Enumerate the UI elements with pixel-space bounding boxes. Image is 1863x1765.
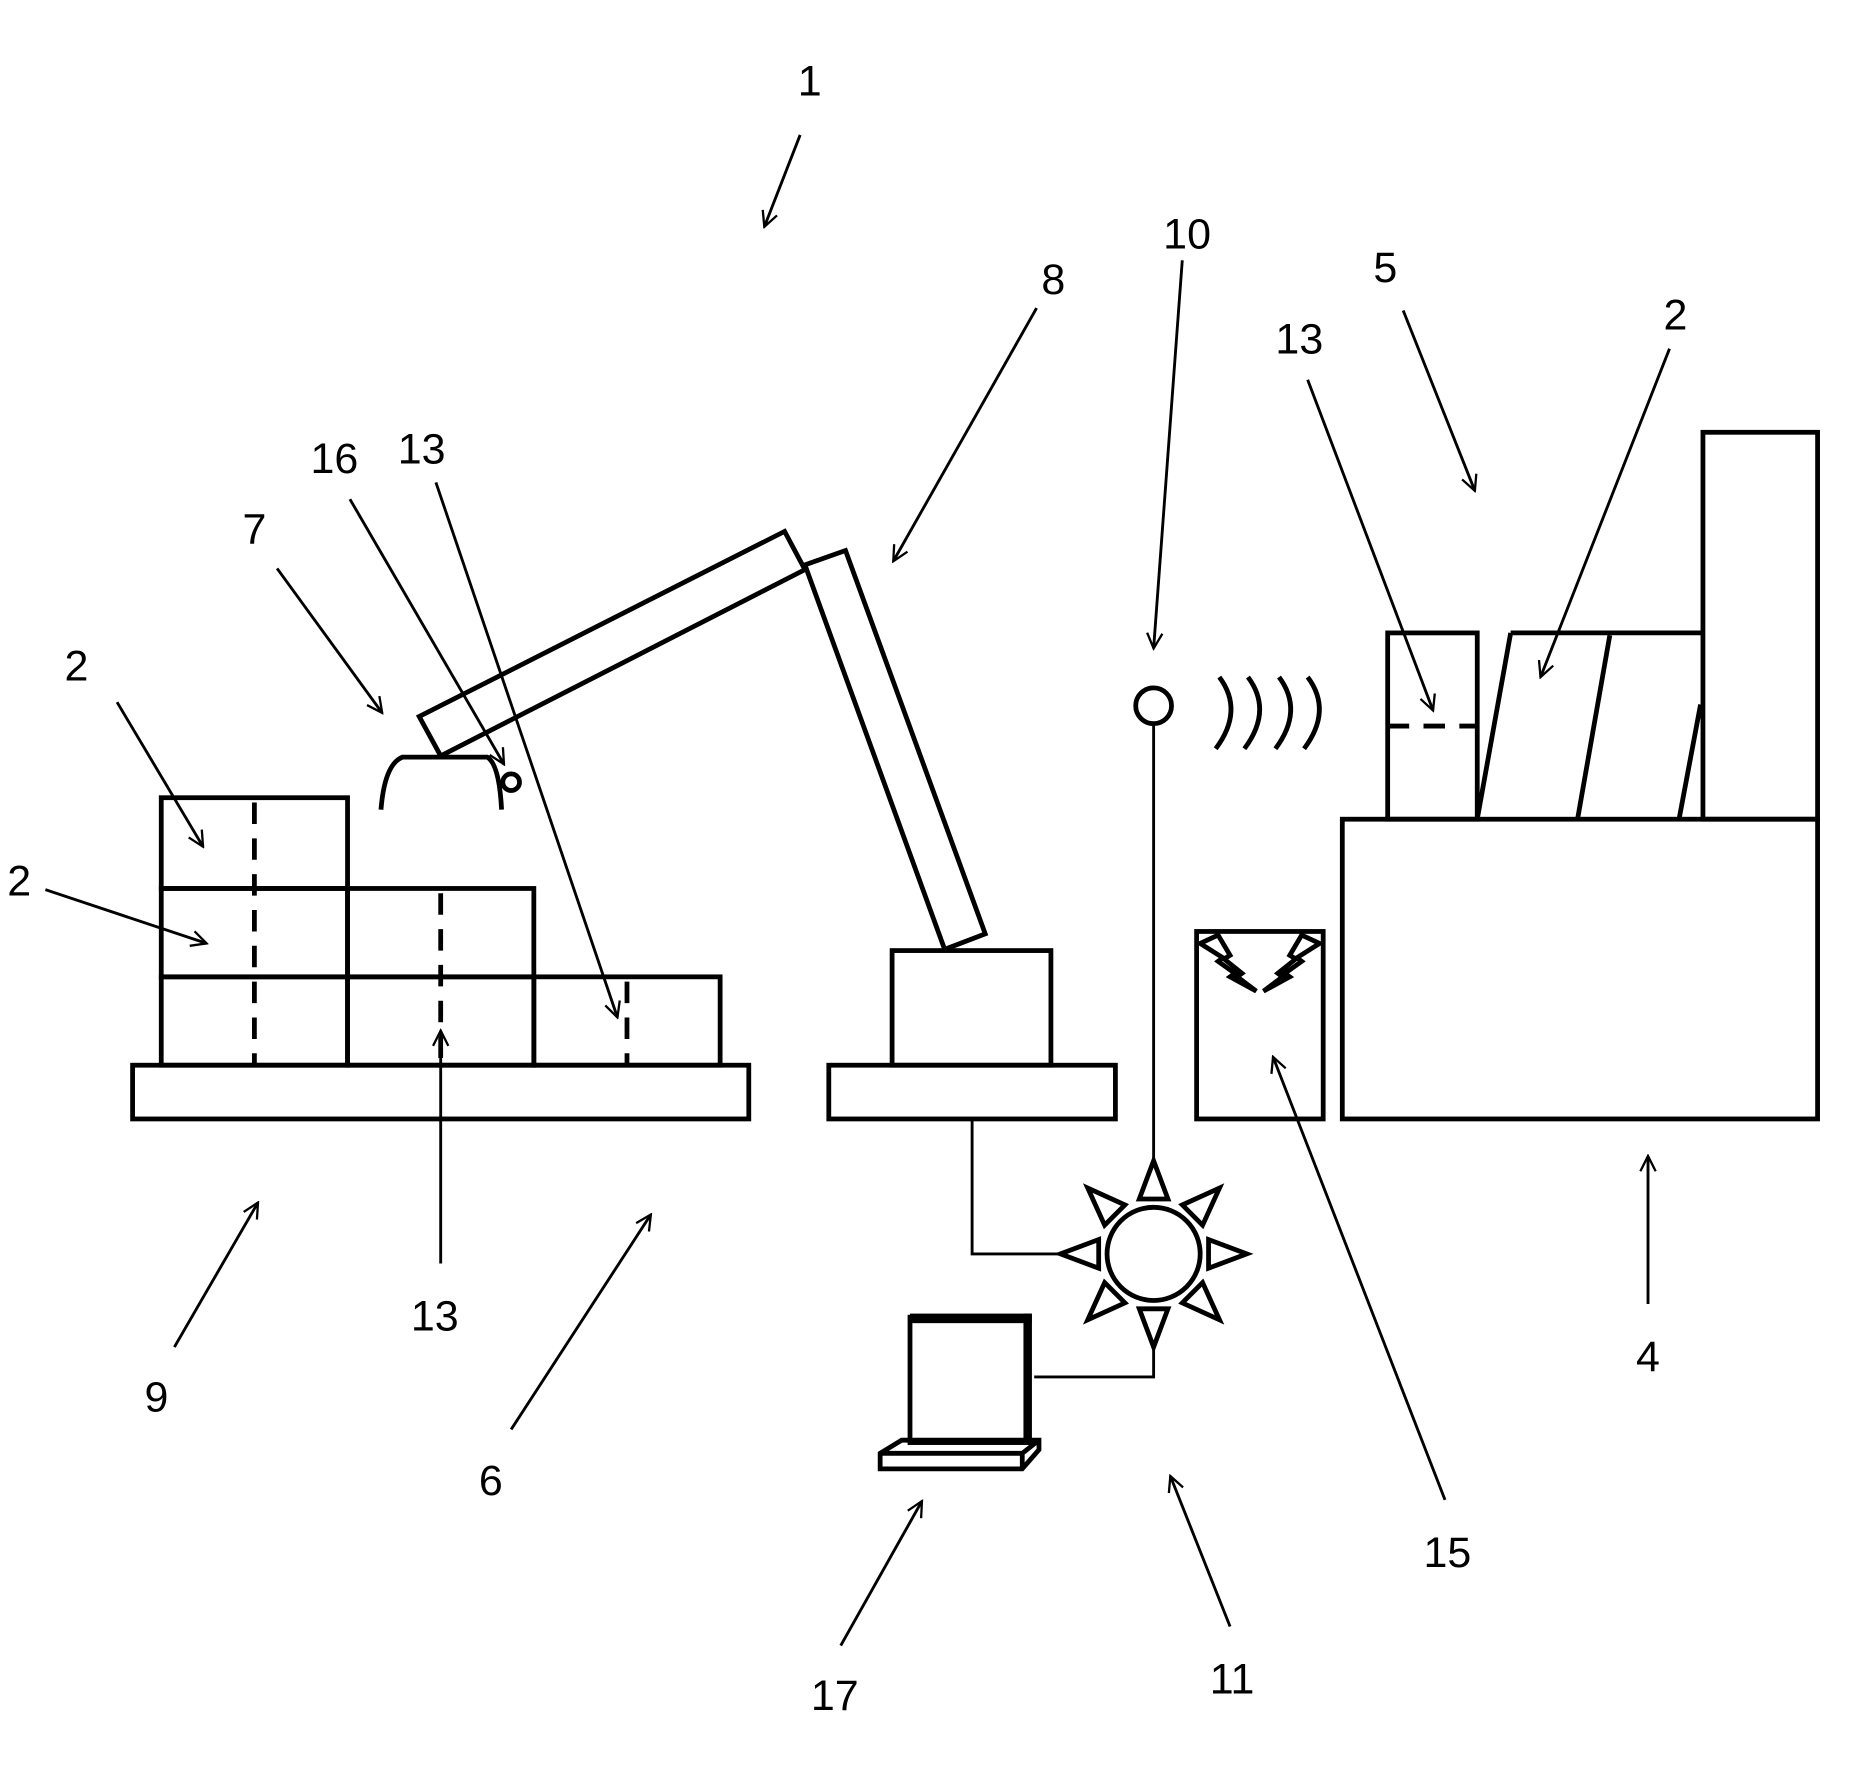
arrow-16 — [348, 498, 504, 764]
arrow-13-right — [1306, 379, 1433, 711]
arrow-7 — [275, 567, 382, 712]
arrow-9 — [173, 1203, 258, 1348]
robot-arm-lower — [801, 547, 989, 953]
robot — [378, 528, 1118, 1122]
label-robot-arm: 8 — [1041, 256, 1065, 304]
signal-wave-icon — [1213, 675, 1234, 751]
label-goods-group: 5 — [1373, 244, 1397, 292]
label-goods-top-left: 2 — [65, 643, 89, 691]
hub-ray-icons — [1053, 1153, 1254, 1354]
robot-arm-upper — [415, 528, 809, 760]
computer-keyboard — [877, 1437, 1042, 1472]
arrow-2-top — [115, 701, 203, 846]
arrow-13-top — [434, 481, 618, 1017]
label-network: 11 — [1210, 1655, 1255, 1703]
arrow-2-right — [1541, 348, 1671, 677]
label-goods-right: 2 — [1664, 292, 1688, 340]
label-sensor-top: 13 — [398, 425, 446, 473]
reader-antenna-icon — [1133, 685, 1174, 727]
signal-wave-icon — [1273, 675, 1294, 751]
signal-wave-icon — [1242, 675, 1262, 751]
arrow-17 — [839, 1501, 922, 1647]
label-storage-unit: 4 — [1636, 1333, 1660, 1381]
hub-ray-icon — [1178, 1278, 1225, 1325]
reader — [1133, 675, 1322, 1165]
label-energy-unit: 15 — [1424, 1529, 1472, 1577]
hub-ray-icon — [1135, 1306, 1172, 1354]
label-sensor-right: 13 — [1275, 315, 1323, 363]
label-reader: 10 — [1163, 210, 1211, 258]
hub-ray-icon — [1082, 1183, 1130, 1230]
computer-to-hub-cable — [1034, 1343, 1156, 1379]
lightning-bolt-icon — [1262, 931, 1325, 994]
computer-screen-edge — [910, 1313, 1032, 1324]
label-goods-mid-left: 2 — [7, 858, 31, 906]
arrow-2-mid — [44, 888, 206, 944]
label-gripper-sensor: 16 — [311, 435, 359, 483]
label-robot-base: 6 — [479, 1457, 503, 1505]
goods-tilted — [1474, 632, 1514, 820]
arrow-15 — [1273, 1057, 1447, 1501]
reference-numerals: 1 8 10 5 13 2 16 13 7 2 2 13 9 6 4 15 11… — [7, 58, 1687, 1721]
leader-lines — [44, 134, 1671, 1647]
computer-screen — [907, 1314, 1032, 1445]
network-hub — [970, 1118, 1254, 1379]
hub-circle — [1104, 1204, 1203, 1303]
arrow-11 — [1170, 1476, 1232, 1628]
robot-base-plate — [826, 1062, 1118, 1122]
computer-screen-edge — [1023, 1313, 1032, 1443]
charger-box — [1194, 929, 1326, 1122]
robot-body — [889, 948, 1054, 1068]
gripper — [378, 754, 504, 810]
robot-to-hub-cable — [970, 1118, 1063, 1256]
hub-ray-icon — [1178, 1183, 1225, 1230]
arrow-5 — [1401, 309, 1475, 490]
hub-ray-icon — [1206, 1236, 1254, 1272]
hub-ray-icon — [1053, 1236, 1102, 1272]
goods-tilted — [1575, 634, 1613, 820]
label-computer: 17 — [811, 1672, 859, 1720]
arrow-10 — [1154, 260, 1184, 648]
signal-wave-icon — [1302, 675, 1322, 751]
label-pallet: 9 — [145, 1374, 169, 1422]
rack-base — [1339, 816, 1820, 1122]
label-sensor-bottom: 13 — [411, 1292, 459, 1340]
arrow-6 — [509, 1214, 651, 1431]
gripper-sensor — [500, 771, 522, 793]
arrow-1 — [764, 134, 802, 227]
label-system: 1 — [798, 58, 822, 106]
hub-ray-icon — [1135, 1153, 1172, 1202]
goods-tilted — [1676, 704, 1703, 820]
charger — [1194, 929, 1326, 1122]
storage-rack — [1339, 429, 1820, 1122]
rack-column — [1700, 429, 1820, 822]
hub-ray-icon — [1082, 1278, 1130, 1325]
label-gripper: 7 — [242, 505, 266, 553]
computer — [877, 1313, 1042, 1472]
lightning-bolt-icon — [1195, 931, 1258, 994]
arrow-8 — [893, 307, 1038, 561]
